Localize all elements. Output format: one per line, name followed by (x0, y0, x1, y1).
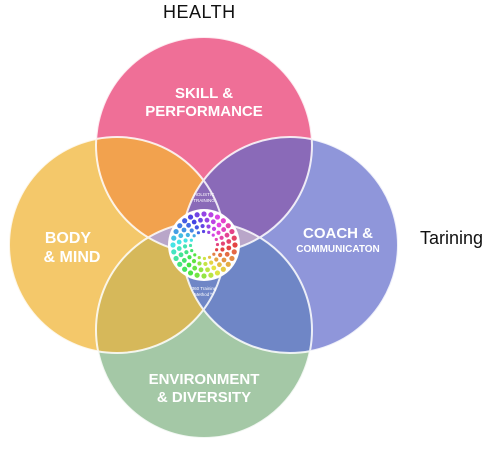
health-label: HEALTH (163, 2, 236, 22)
mandala-icon (168, 209, 240, 281)
holistic-training-line1: HOLISTIC (194, 192, 216, 197)
body-mind-line1: BODY (45, 230, 92, 247)
environment-diversity-line1: ENVIRONMENT (149, 371, 260, 388)
training-method-line1: 360 Training (192, 286, 217, 291)
environment-diversity-line2: & DIVERSITY (157, 389, 251, 406)
coach-communication-line1: COACH & (303, 225, 373, 242)
training-label: Tarining (420, 228, 484, 248)
skill-performance-line2: PERFORMANCE (145, 103, 263, 120)
body-mind-line2: & MIND (44, 249, 101, 266)
skill-performance-line1: SKILL & (175, 85, 233, 102)
holistic-training-line2: TRAINING (193, 198, 215, 203)
coach-communication-line2: COMMUNICATON (296, 244, 380, 255)
training-method-line2: Method™ (194, 292, 214, 297)
